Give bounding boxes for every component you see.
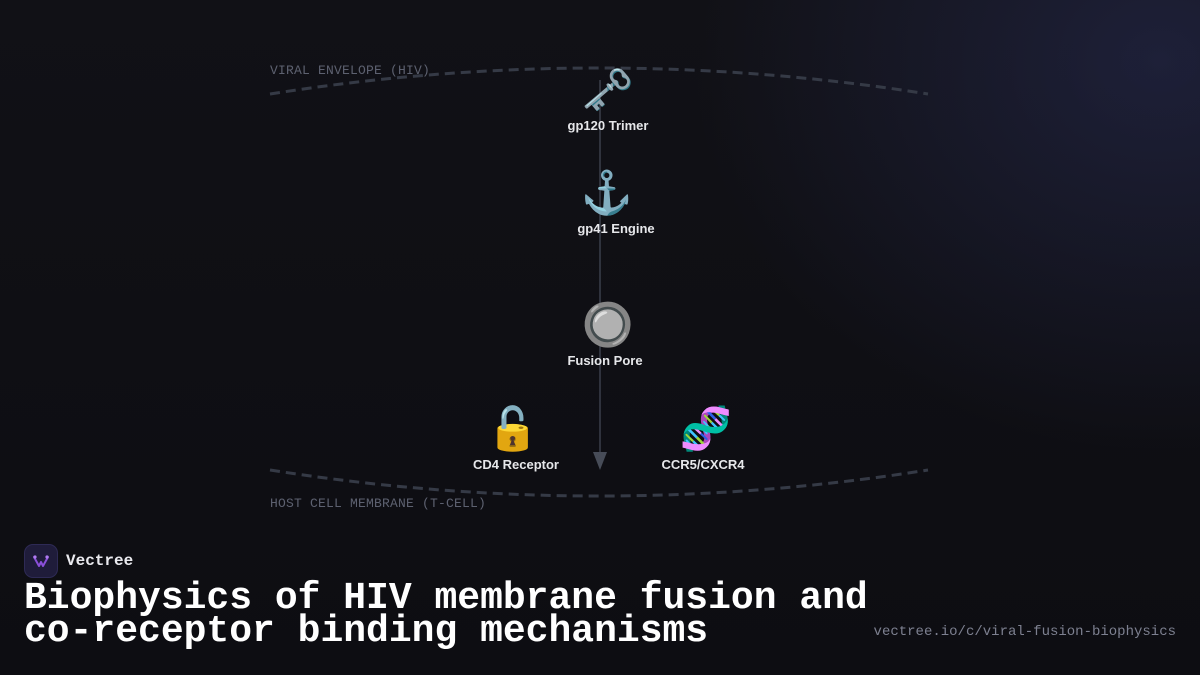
- node-ccr5-cxcr4: 🧬 CCR5/CXCR4: [623, 403, 783, 472]
- anchor-icon: ⚓: [580, 169, 634, 216]
- brand-name: Vectree: [66, 552, 134, 570]
- node-cd4-receptor: 🔓 CD4 Receptor: [436, 403, 596, 472]
- node-fusion-pore: 🔘 Fusion Pore: [525, 299, 685, 368]
- vectree-logo-icon: [24, 544, 58, 578]
- title-line-2: co-receptor binding mechanisms: [24, 610, 709, 653]
- node-label: gp41 Engine: [577, 221, 655, 236]
- brand: Vectree: [24, 544, 133, 578]
- node-gp41-engine: ⚓ gp41 Engine: [536, 167, 696, 236]
- viral-envelope-membrane: [269, 66, 929, 96]
- node-label: Fusion Pore: [567, 353, 643, 368]
- title-line-1: Biophysics of HIV membrane fusion and: [24, 577, 868, 620]
- host-membrane-label: HOST CELL MEMBRANE (T-CELL): [270, 496, 487, 511]
- radio-button-icon: 🔘: [581, 301, 635, 348]
- unlocked-padlock-icon: 🔓: [486, 405, 540, 452]
- node-label: CCR5/CXCR4: [661, 457, 745, 472]
- host-cell-membrane: [269, 468, 929, 498]
- node-label: CD4 Receptor: [473, 457, 559, 472]
- dna-icon: 🧬: [679, 405, 733, 452]
- node-label: gp120 Trimer: [567, 118, 649, 133]
- node-gp120-trimer: 🗝️ gp120 Trimer: [528, 64, 688, 133]
- key-icon: 🗝️: [581, 66, 635, 113]
- page-title: Biophysics of HIV membrane fusion and co…: [24, 577, 868, 653]
- fusion-axis-arrowhead: [593, 452, 607, 470]
- viral-envelope-label: VIRAL ENVELOPE (HIV): [270, 63, 431, 78]
- source-url: vectree.io/c/viral-fusion-biophysics: [873, 624, 1176, 640]
